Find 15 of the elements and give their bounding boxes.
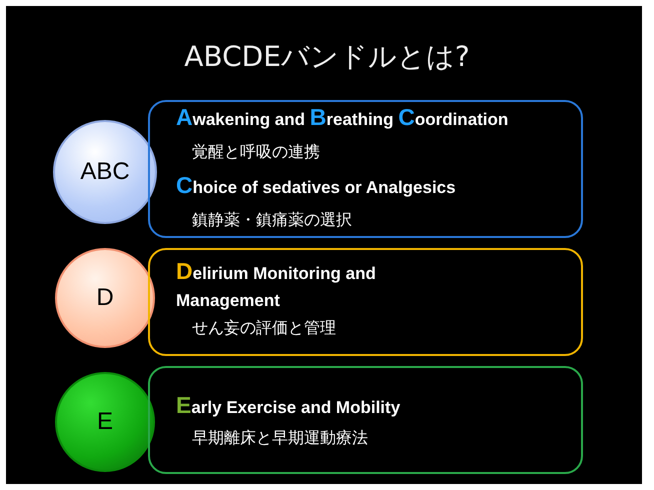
japanese-text: 鎮静薬・鎮痛薬の選択: [192, 210, 352, 231]
english-heading: Choice of sedatives or Analgesics: [176, 172, 456, 200]
english-heading: Early Exercise and Mobility: [176, 392, 400, 420]
rounded-panel: [148, 100, 583, 238]
circle-label: D: [96, 284, 114, 312]
japanese-text: 覚醒と呼吸の連携: [192, 142, 320, 163]
circle-label: E: [96, 408, 113, 436]
rounded-panel: [148, 248, 583, 356]
rounded-panel: [148, 366, 583, 474]
english-heading: Awakening and Breathing Coordination: [176, 104, 508, 132]
slide-title: ABCDEバンドルとは?: [183, 39, 471, 75]
circle-label: ABC: [80, 158, 130, 186]
japanese-text: せん妄の評価と管理: [192, 318, 336, 339]
english-heading: Delirium Monitoring and Management: [176, 258, 377, 312]
japanese-text: 早期離床と早期運動療法: [192, 428, 368, 449]
